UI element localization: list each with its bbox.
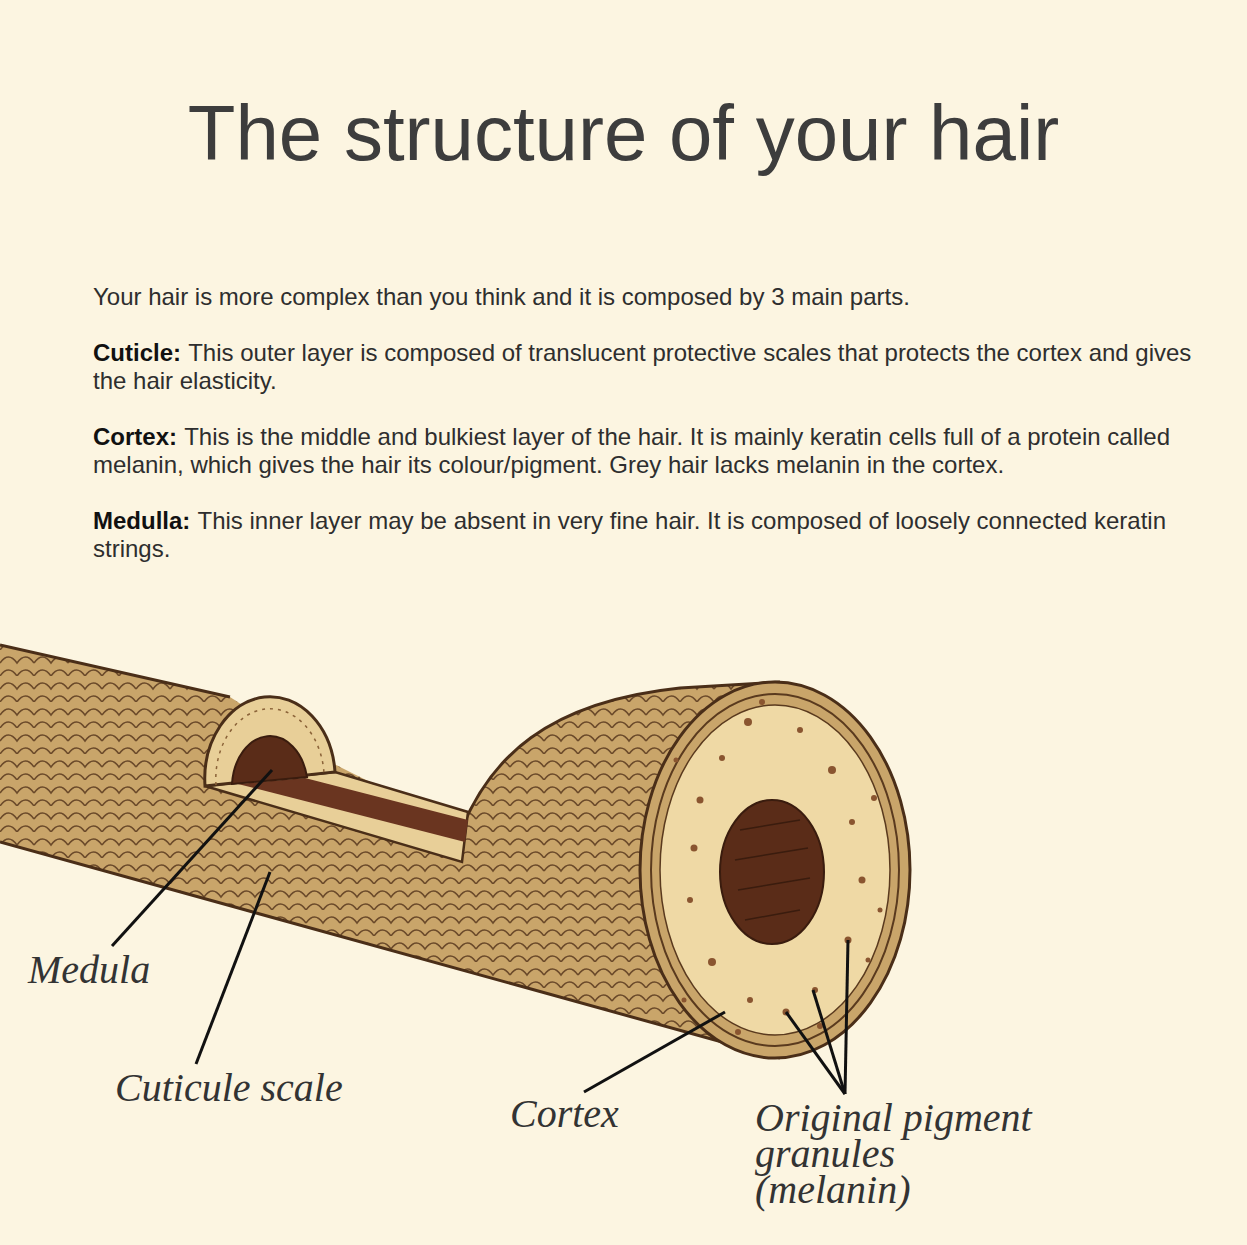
description-paragraph: Medulla:This inner layer may be absent i… (93, 507, 1193, 563)
granule (682, 998, 687, 1003)
cuticle-inner (651, 694, 899, 1046)
description-text: This inner layer may be absent in very f… (93, 507, 1166, 562)
description-paragraph: Cortex:This is the middle and bulkiest l… (93, 423, 1193, 479)
leader-line (584, 1012, 725, 1092)
cuticle-ring (640, 682, 910, 1058)
description-text: This is the middle and bulkiest layer of… (93, 423, 1170, 478)
granule (759, 699, 765, 705)
granule (719, 755, 725, 761)
cutaway (205, 697, 468, 862)
term-heading: Medulla: (93, 507, 190, 534)
granule (871, 795, 877, 801)
granule (747, 997, 753, 1003)
leader-line (786, 1012, 845, 1094)
cortex-area (660, 705, 890, 1035)
leader-line (196, 872, 270, 1064)
leader-line (813, 990, 845, 1094)
text-column: Your hair is more complex than you think… (93, 283, 1193, 591)
granule (708, 958, 716, 966)
term-heading: Cuticle: (93, 339, 181, 366)
medulla-strip (238, 778, 468, 842)
leader-lines (112, 770, 848, 1094)
medulla-core (720, 800, 824, 944)
medulla-hatch (735, 820, 810, 920)
part-label: Cuticule scale (115, 1070, 375, 1106)
description-paragraph: Your hair is more complex than you think… (93, 283, 1193, 311)
granule (735, 1029, 741, 1035)
description-paragraph: Cuticle:This outer layer is composed of … (93, 339, 1193, 395)
granule (674, 758, 679, 763)
medulla-section (232, 736, 307, 784)
pigment-granules (674, 699, 883, 1035)
granule (878, 908, 883, 913)
end-section (640, 682, 910, 1058)
description-text: Your hair is more complex than you think… (93, 283, 910, 310)
granule (687, 897, 693, 903)
part-label: Cortex (510, 1096, 690, 1132)
granule (797, 727, 803, 733)
granule (866, 958, 871, 963)
granule (691, 845, 698, 852)
granule (859, 877, 866, 884)
leader-line (845, 940, 848, 1094)
term-heading: Cortex: (93, 423, 177, 450)
page-title: The structure of your hair (0, 88, 1247, 179)
granule (849, 819, 855, 825)
granule (697, 797, 704, 804)
part-label: Original pigment granules (melanin) (755, 1100, 1035, 1208)
part-label: Medula (28, 952, 228, 988)
granule (744, 718, 752, 726)
cut-floor (205, 772, 468, 862)
description-text: This outer layer is composed of transluc… (93, 339, 1191, 394)
leader-line (112, 770, 272, 946)
granule (828, 766, 836, 774)
